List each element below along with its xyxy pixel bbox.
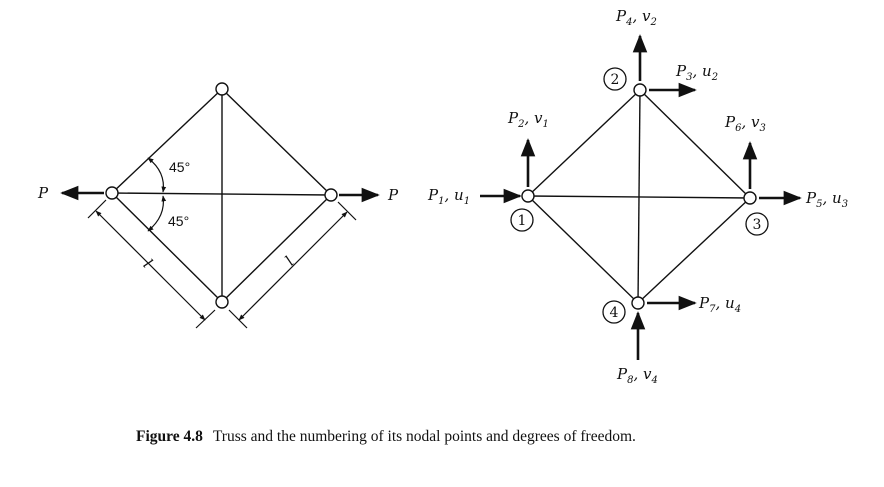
svg-text:1: 1 [518, 213, 527, 229]
node-left [105, 186, 119, 200]
load-label-right: P [387, 186, 399, 204]
member-top-left [111, 88, 223, 194]
dof-label-8: P8, v4 [616, 365, 658, 386]
dof-label-2: P2, v1 [507, 109, 549, 130]
node-number-3: 3 [745, 212, 769, 236]
figure-number: Figure 4.8 [136, 428, 203, 445]
angle-arc-upper [147, 157, 167, 193]
dof-label-4: P4, v2 [615, 7, 657, 28]
svg-text:3: 3 [753, 217, 762, 233]
node-top [215, 82, 229, 96]
node-right [324, 188, 338, 202]
member-top-right [221, 88, 332, 196]
node-number-4: 4 [602, 300, 626, 324]
figure-caption: Figure 4.8 Truss and the numbering of its… [136, 428, 636, 445]
member-bottom-left [111, 192, 223, 303]
right-truss-nodes [521, 83, 757, 310]
dimension-label-right: l [282, 253, 298, 269]
angle-label-lower: 45° [168, 213, 189, 229]
angle-arc-lower [147, 195, 167, 232]
dof-label-7: P7, u4 [698, 294, 741, 315]
dof-label-6: P6, v3 [724, 113, 766, 134]
node-number-1: 1 [510, 208, 534, 232]
angle-label-upper: 45° [169, 159, 190, 175]
dof-label-5: P5, u3 [805, 189, 848, 210]
left-truss-nodes [105, 82, 338, 309]
node-bottom [215, 295, 229, 309]
right-truss [527, 89, 751, 304]
left-truss [111, 88, 332, 303]
dimension-left [87, 199, 216, 329]
load-label-left: P [37, 184, 49, 202]
dof-label-3: P3, u2 [675, 62, 718, 83]
caption-text: Truss and the numbering of its nodal poi… [213, 428, 636, 445]
dimension-right [228, 201, 357, 329]
node-number-2: 2 [603, 67, 627, 91]
member-bottom-right [221, 194, 332, 303]
svg-text:2: 2 [611, 72, 620, 88]
dof-label-1: P1, u1 [427, 186, 470, 207]
dimension-label-left: l [140, 256, 156, 272]
svg-text:4: 4 [610, 305, 619, 321]
